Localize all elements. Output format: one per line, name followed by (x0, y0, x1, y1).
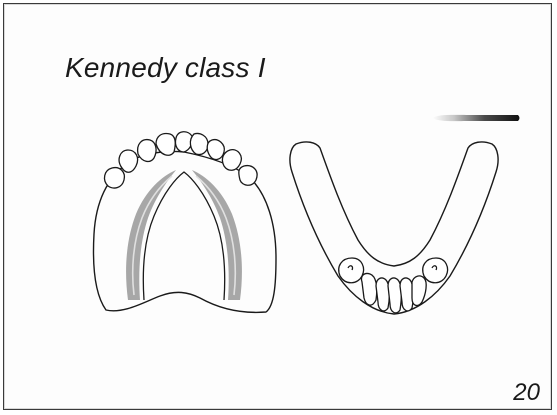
slide: Kennedy class I (3, 3, 552, 410)
maxillary-partial-denture-icon (84, 130, 284, 324)
mandibular-arch-icon (284, 136, 504, 322)
slide-title: Kennedy class I (65, 52, 266, 84)
upper-teeth (105, 132, 258, 188)
gradient-bar-icon (430, 113, 522, 123)
page-number: 20 (513, 379, 540, 407)
